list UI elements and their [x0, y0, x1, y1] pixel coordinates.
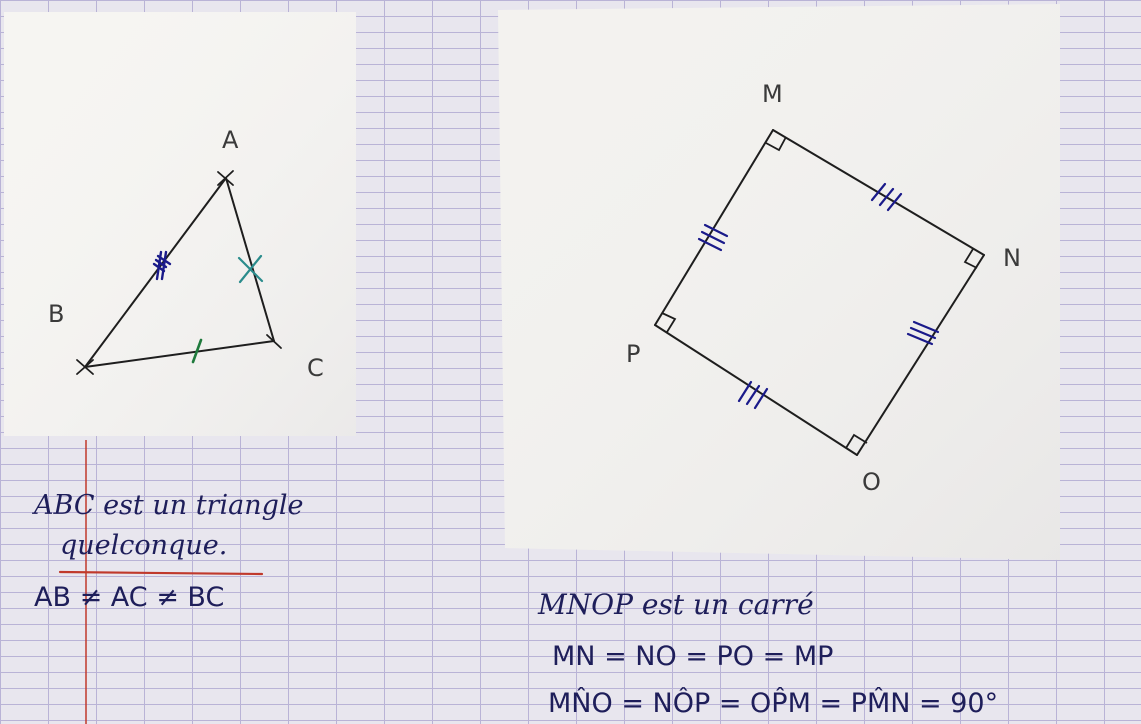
quelconque-underline [58, 570, 264, 576]
square-angles: MN̂O = NÔP = OP̂M = PM̂N = 90° [548, 687, 998, 719]
square-statement: MNOP est un carré [537, 588, 814, 621]
triangle-vertex-crosses [76, 170, 282, 375]
vertex-label-o: O [862, 468, 881, 496]
vertex-label-p: P [626, 340, 640, 368]
triangle-statement: ABC est un triangle [31, 490, 304, 521]
vertex-label-a: A [222, 126, 239, 154]
side-mark-bc [191, 338, 203, 364]
triangle-inequality: AB ≠ AC ≠ BC [34, 582, 224, 613]
right-angle-marks [661, 136, 978, 449]
vertex-label-n: N [1003, 244, 1021, 272]
square-sides: MN = NO = PO = MP [552, 641, 833, 672]
vertex-label-m: M [762, 80, 783, 108]
vertex-label-b: B [48, 300, 64, 328]
side-mark-ab [152, 250, 172, 281]
vertex-label-c: C [307, 354, 324, 382]
square-side-marks [697, 182, 940, 410]
triangle-abc [84, 177, 275, 368]
side-mark-ac [237, 254, 264, 284]
triangle-statement-cont: quelconque. [60, 530, 227, 561]
